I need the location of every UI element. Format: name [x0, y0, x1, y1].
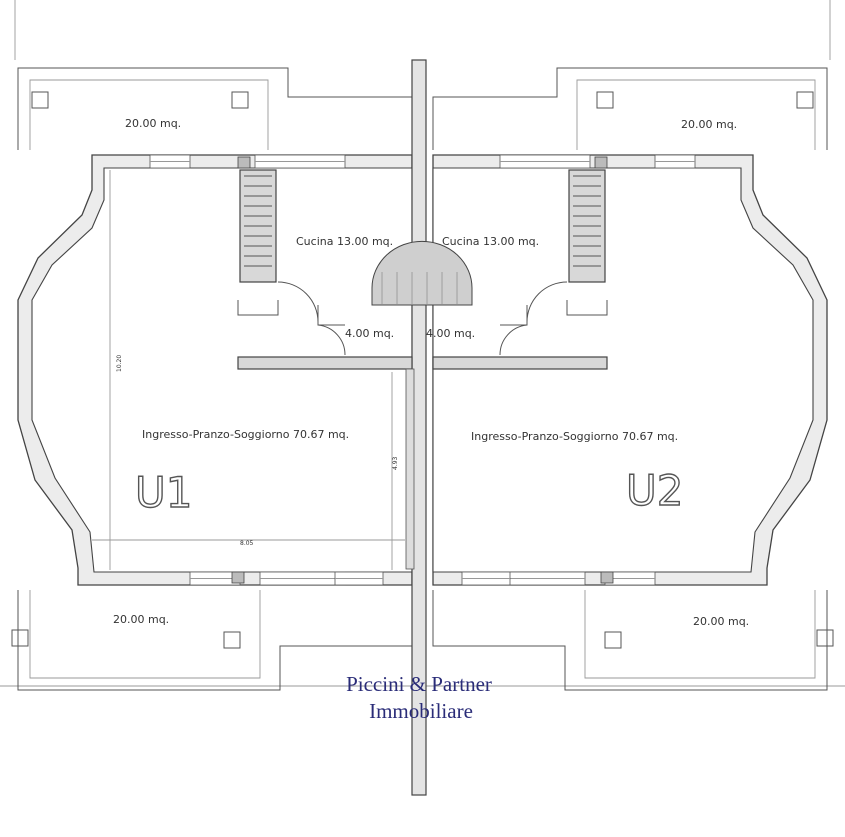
width-dimension: 8.05: [240, 540, 254, 547]
u1-bath-label: 4.00 mq.: [345, 327, 394, 340]
column-square: [31, 91, 49, 109]
u2-door-swing: [526, 281, 568, 323]
terrace-inner-line: [29, 590, 261, 679]
partition-dimension: 4.93: [392, 456, 399, 470]
column-square: [596, 91, 614, 109]
flue-square: [237, 156, 251, 169]
column-square: [604, 631, 622, 649]
u2-inner-wall: [432, 167, 814, 573]
terrace-top-right-area: 20.00 mq.: [681, 118, 737, 131]
terrace-inner-line: [584, 590, 816, 679]
u2-bath-door-swing: [499, 324, 528, 356]
u2-bath-label: 4.00 mq.: [426, 327, 475, 340]
u1-partition: [405, 368, 415, 570]
agency-subtitle: Immobiliare: [369, 699, 473, 723]
u1-living-label: Ingresso-Pranzo-Soggiorno 70.67 mq.: [142, 428, 349, 441]
flue-square: [600, 571, 614, 584]
agency-name: Piccini & Partner: [346, 672, 492, 696]
column-square: [816, 629, 834, 647]
column-square: [11, 629, 29, 647]
u2-unit-label: U2: [626, 466, 683, 515]
u1-stair-wall: [237, 300, 279, 316]
u2-stair-wall: [566, 300, 608, 316]
u2-kitchen-label: Cucina 13.00 mq.: [442, 235, 539, 248]
column-square: [223, 631, 241, 649]
u1-unit-label: U1: [135, 468, 192, 517]
flue-square: [231, 571, 245, 584]
plan-geometry: [0, 0, 845, 796]
terrace-top-right-outline: [432, 67, 828, 150]
terrace-bottom-right-outline: [432, 590, 828, 691]
u1-door-swing: [277, 281, 319, 323]
u1-corridor-wall: [237, 356, 413, 370]
u2-corridor-wall: [432, 356, 608, 370]
u2-living-label: Ingresso-Pranzo-Soggiorno 70.67 mq.: [471, 430, 678, 443]
terrace-bottom-left-area: 20.00 mq.: [113, 613, 169, 626]
terrace-top-left-area: 20.00 mq.: [125, 117, 181, 130]
height-dimension: 10.20: [116, 355, 123, 372]
flue-square: [594, 156, 608, 169]
terrace-inner-line: [576, 79, 816, 150]
u1-bath-door-swing: [317, 324, 346, 356]
column-square: [231, 91, 249, 109]
column-square: [796, 91, 814, 109]
terrace-inner-line: [29, 79, 269, 150]
u1-kitchen-label: Cucina 13.00 mq.: [296, 235, 393, 248]
terrace-bottom-right-area: 20.00 mq.: [693, 615, 749, 628]
